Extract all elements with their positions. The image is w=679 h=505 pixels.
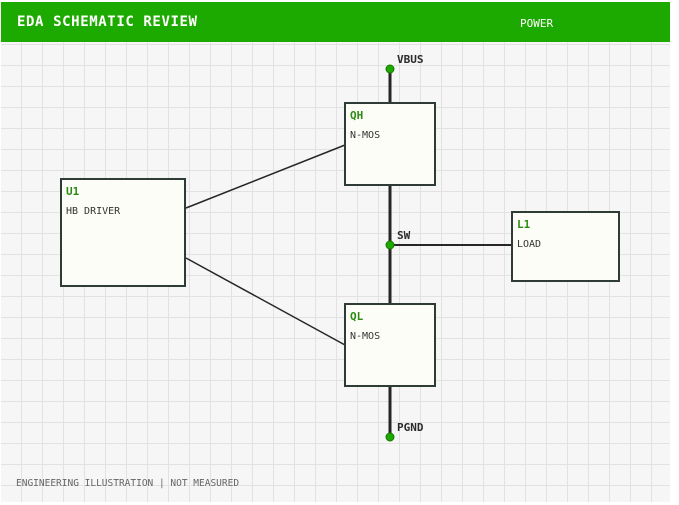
category-tag: POWER bbox=[520, 17, 554, 30]
net-label-sw: SW bbox=[397, 229, 411, 242]
u1-desc: HB DRIVER bbox=[66, 206, 121, 217]
wire-driver-high-gate bbox=[185, 144, 346, 209]
block-qh-high-side-fet[interactable]: QH N-MOS bbox=[344, 102, 436, 186]
net-label-vbus: VBUS bbox=[397, 53, 424, 66]
ql-desc: N-MOS bbox=[350, 331, 381, 342]
u1-ref: U1 bbox=[66, 185, 80, 198]
pgnd-node bbox=[385, 432, 395, 442]
qh-desc: N-MOS bbox=[350, 130, 381, 141]
sw-node bbox=[385, 240, 395, 250]
wire-driver-low-gate bbox=[185, 257, 346, 346]
net-label-pgnd: PGND bbox=[397, 421, 424, 434]
block-ql-low-side-fet[interactable]: QL N-MOS bbox=[344, 303, 436, 387]
block-l1-load[interactable]: L1 LOAD bbox=[511, 211, 620, 282]
footer-note: ENGINEERING ILLUSTRATION | NOT MEASURED bbox=[16, 478, 240, 489]
page-title: EDA SCHEMATIC REVIEW bbox=[17, 14, 198, 30]
l1-desc: LOAD bbox=[517, 239, 542, 250]
block-u1-driver[interactable]: U1 HB DRIVER bbox=[60, 178, 186, 287]
ql-ref: QL bbox=[350, 310, 364, 323]
vbus-node bbox=[385, 64, 395, 74]
qh-ref: QH bbox=[350, 109, 364, 122]
title-bar: EDA SCHEMATIC REVIEW POWER bbox=[1, 2, 670, 42]
l1-ref: L1 bbox=[517, 218, 531, 231]
